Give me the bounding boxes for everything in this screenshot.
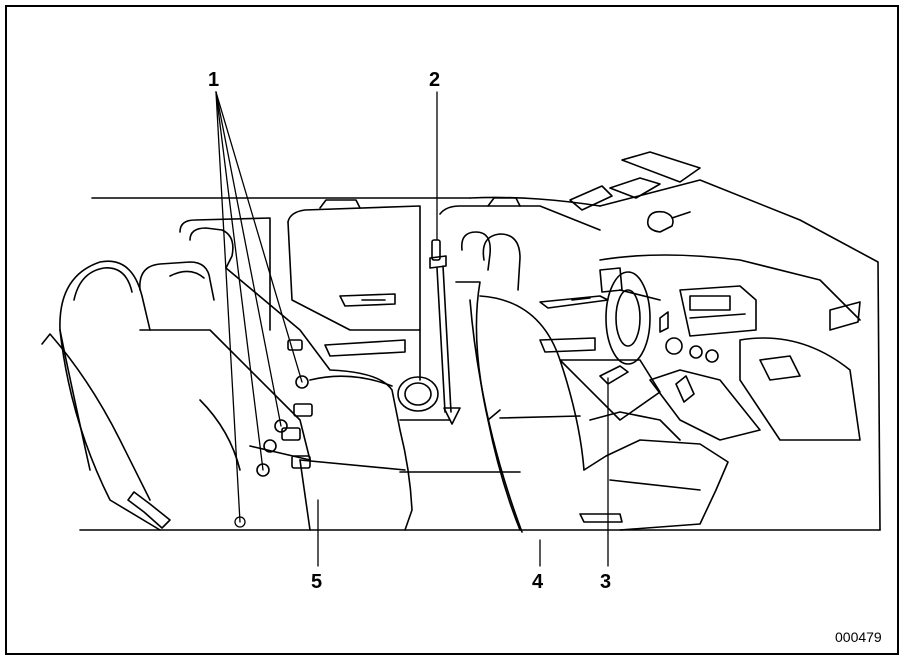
- callout-4-label: 4: [532, 571, 544, 593]
- figure-id: 000479: [835, 629, 882, 645]
- rear-door-frame: [179, 199, 451, 421]
- callout-5-label: 5: [311, 571, 323, 593]
- callout-leader-lines: [215, 91, 609, 567]
- callout-1-label: 1: [208, 69, 220, 91]
- front-door-frame: [439, 197, 623, 353]
- callout-2-label: 2: [429, 69, 441, 91]
- callout-3-label: 3: [600, 571, 612, 593]
- dashboard: [599, 254, 861, 441]
- roof-outline: [91, 179, 881, 531]
- rear-seat-belt-buckles: [256, 339, 313, 477]
- roof-fixtures: [569, 151, 701, 233]
- floor-line: [79, 471, 881, 531]
- rear-seat: [41, 227, 413, 531]
- center-pillar-seat-belt: [429, 239, 461, 425]
- front-seat: [455, 231, 729, 533]
